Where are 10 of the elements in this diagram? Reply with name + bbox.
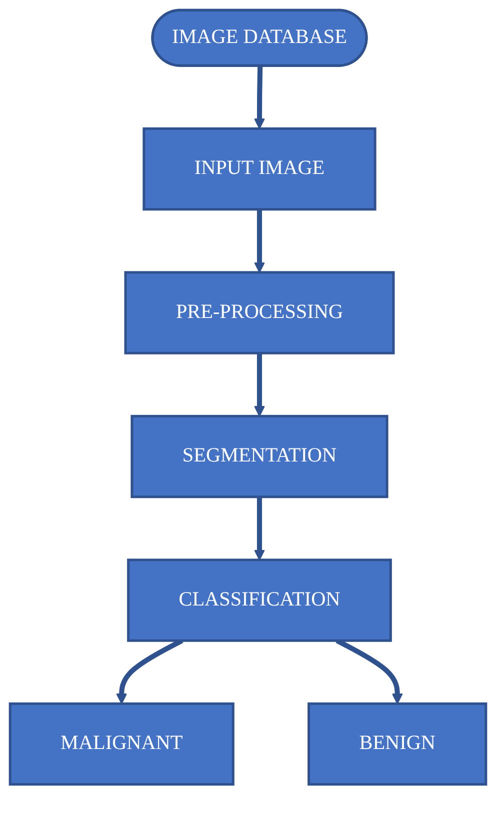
node-box: PRE-PROCESSING (124, 271, 395, 354)
node-box: SEGMENTATION (130, 414, 388, 498)
node-box: INPUT IMAGE (142, 127, 376, 211)
arrow (254, 496, 266, 560)
node-box: CLASSIFICATION (127, 558, 392, 642)
arrow (254, 209, 266, 273)
node-box: MALIGNANT (8, 702, 234, 786)
arrow (254, 66, 266, 130)
arrow (254, 353, 266, 417)
node-box: BENIGN (308, 702, 488, 786)
